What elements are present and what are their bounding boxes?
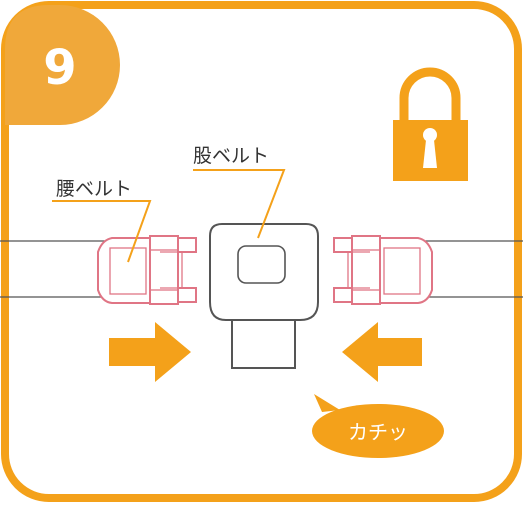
waist-belt-label: 腰ベルト bbox=[56, 178, 132, 200]
crotch-belt-label: 股ベルト bbox=[193, 145, 269, 167]
lock-icon bbox=[393, 67, 468, 181]
arrow-left-icon bbox=[342, 322, 422, 382]
click-bubble: カチッ bbox=[312, 394, 444, 458]
crotch-belt-callout: 股ベルト bbox=[193, 145, 286, 239]
belt-straps bbox=[0, 240, 523, 298]
step-number: 9 bbox=[43, 40, 76, 96]
right-buckle bbox=[333, 235, 433, 305]
step-badge: 9 bbox=[5, 5, 120, 125]
arrow-right-icon bbox=[109, 322, 191, 382]
crotch-buckle bbox=[209, 223, 319, 369]
left-buckle bbox=[97, 235, 197, 305]
waist-belt-callout: 腰ベルト bbox=[52, 178, 152, 263]
click-sound-text: カチッ bbox=[348, 420, 408, 444]
